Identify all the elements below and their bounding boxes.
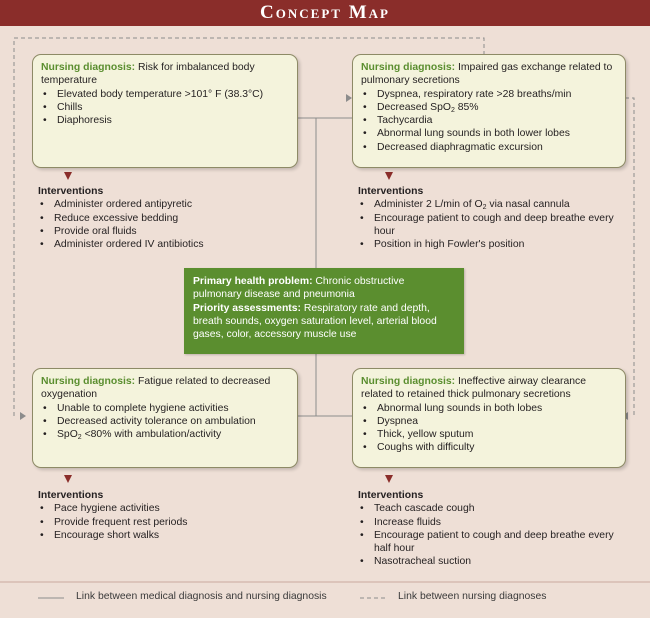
intervention-item: Encourage patient to cough and deep brea…: [358, 212, 626, 239]
dx-box-temperature: Nursing diagnosis: Risk for imbalanced b…: [32, 54, 298, 168]
intervention-item: Nasotracheal suction: [358, 555, 626, 569]
finding-item: Decreased diaphragmatic excursion: [361, 141, 617, 155]
intervention-item: Encourage short walks: [38, 529, 298, 543]
dx-findings: Elevated body temperature >101° F (38.3°…: [41, 88, 289, 128]
dx-box-gas-exchange: Nursing diagnosis: Impaired gas exchange…: [352, 54, 626, 168]
dx-box-airway-clearance: Nursing diagnosis: Ineffective airway cl…: [352, 368, 626, 468]
intervention-item: Encourage patient to cough and deep brea…: [358, 529, 626, 556]
interventions-fatigue: Interventions Pace hygiene activities Pr…: [38, 489, 298, 542]
arrow-down-tl: [64, 172, 72, 180]
interventions-list: Administer ordered antipyretic Reduce ex…: [38, 198, 298, 251]
finding-item: Unable to complete hygiene activities: [41, 402, 289, 416]
intervention-item: Provide frequent rest periods: [38, 516, 298, 530]
interventions-list: Teach cascade cough Increase fluids Enco…: [358, 502, 626, 569]
interventions-temperature: Interventions Administer ordered antipyr…: [38, 185, 298, 252]
legend-solid-label: Link between medical diagnosis and nursi…: [76, 591, 327, 602]
interventions-title: Interventions: [38, 186, 104, 197]
legend-dashed-label: Link between nursing diagnoses: [398, 591, 547, 602]
intervention-item: Pace hygiene activities: [38, 502, 298, 516]
interventions-airway-clearance: Interventions Teach cascade cough Increa…: [358, 489, 626, 569]
finding-item: Diaphoresis: [41, 114, 289, 128]
intervention-item: Teach cascade cough: [358, 502, 626, 516]
intervention-item: Increase fluids: [358, 516, 626, 530]
arrow-down-tr: [385, 172, 393, 180]
solid-link-upper: [298, 117, 317, 268]
dx-box-fatigue: Nursing diagnosis: Fatigue related to de…: [32, 368, 298, 468]
arrow-down-br: [385, 475, 393, 483]
concept-map-banner: Concept Map: [0, 0, 650, 26]
dx-findings: Abnormal lung sounds in both lobes Dyspn…: [361, 402, 617, 455]
finding-item: Thick, yellow sputum: [361, 428, 617, 442]
intervention-item: Provide oral fluids: [38, 225, 298, 239]
intervention-item: Administer ordered antipyretic: [38, 198, 298, 212]
finding-item: Coughs with difficulty: [361, 441, 617, 455]
finding-item: Chills: [41, 101, 289, 115]
finding-item: Abnormal lung sounds in both lower lobes: [361, 127, 617, 141]
intervention-item: Reduce excessive bedding: [38, 212, 298, 226]
interventions-list: Pace hygiene activities Provide frequent…: [38, 502, 298, 542]
interventions-list: Administer 2 L/min of O2 via nasal cannu…: [358, 198, 626, 251]
finding-item: Decreased SpO2 85%: [361, 101, 617, 115]
finding-item: Dyspnea, respiratory rate >28 breaths/mi…: [361, 88, 617, 102]
interventions-title: Interventions: [358, 186, 424, 197]
legend: Link between medical diagnosis and nursi…: [0, 584, 650, 612]
finding-item: Tachycardia: [361, 114, 617, 128]
dx-heading: Nursing diagnosis: Fatigue related to de…: [41, 376, 271, 401]
arrow-top-right: [346, 94, 352, 102]
finding-item: SpO2 <80% with ambulation/activity: [41, 428, 289, 442]
interventions-title: Interventions: [38, 490, 104, 501]
intervention-item: Position in high Fowler's position: [358, 238, 626, 252]
arrow-down-bl: [64, 475, 72, 483]
solid-link-lower: [298, 354, 317, 417]
banner-title: Concept Map: [260, 2, 390, 23]
dx-heading: Nursing diagnosis: Risk for imbalanced b…: [41, 62, 255, 87]
primary-problem-box: Primary health problem: Chronic obstruct…: [184, 268, 464, 354]
dx-heading: Nursing diagnosis: Impaired gas exchange…: [361, 62, 613, 87]
finding-item: Decreased activity tolerance on ambulati…: [41, 415, 289, 429]
finding-item: Abnormal lung sounds in both lobes: [361, 402, 617, 416]
interventions-gas-exchange: Interventions Administer 2 L/min of O2 v…: [358, 185, 626, 252]
interventions-title: Interventions: [358, 490, 424, 501]
dashed-link-top: [13, 37, 485, 416]
dx-findings: Dyspnea, respiratory rate >28 breaths/mi…: [361, 88, 617, 155]
finding-item: Dyspnea: [361, 415, 617, 429]
arrow-bottom-left: [20, 412, 26, 420]
intervention-item: Administer 2 L/min of O2 via nasal cannu…: [358, 198, 626, 212]
finding-item: Elevated body temperature >101° F (38.3°…: [41, 88, 289, 102]
intervention-item: Administer ordered IV antibiotics: [38, 238, 298, 252]
dx-findings: Unable to complete hygiene activities De…: [41, 402, 289, 442]
dx-heading: Nursing diagnosis: Ineffective airway cl…: [361, 376, 587, 401]
